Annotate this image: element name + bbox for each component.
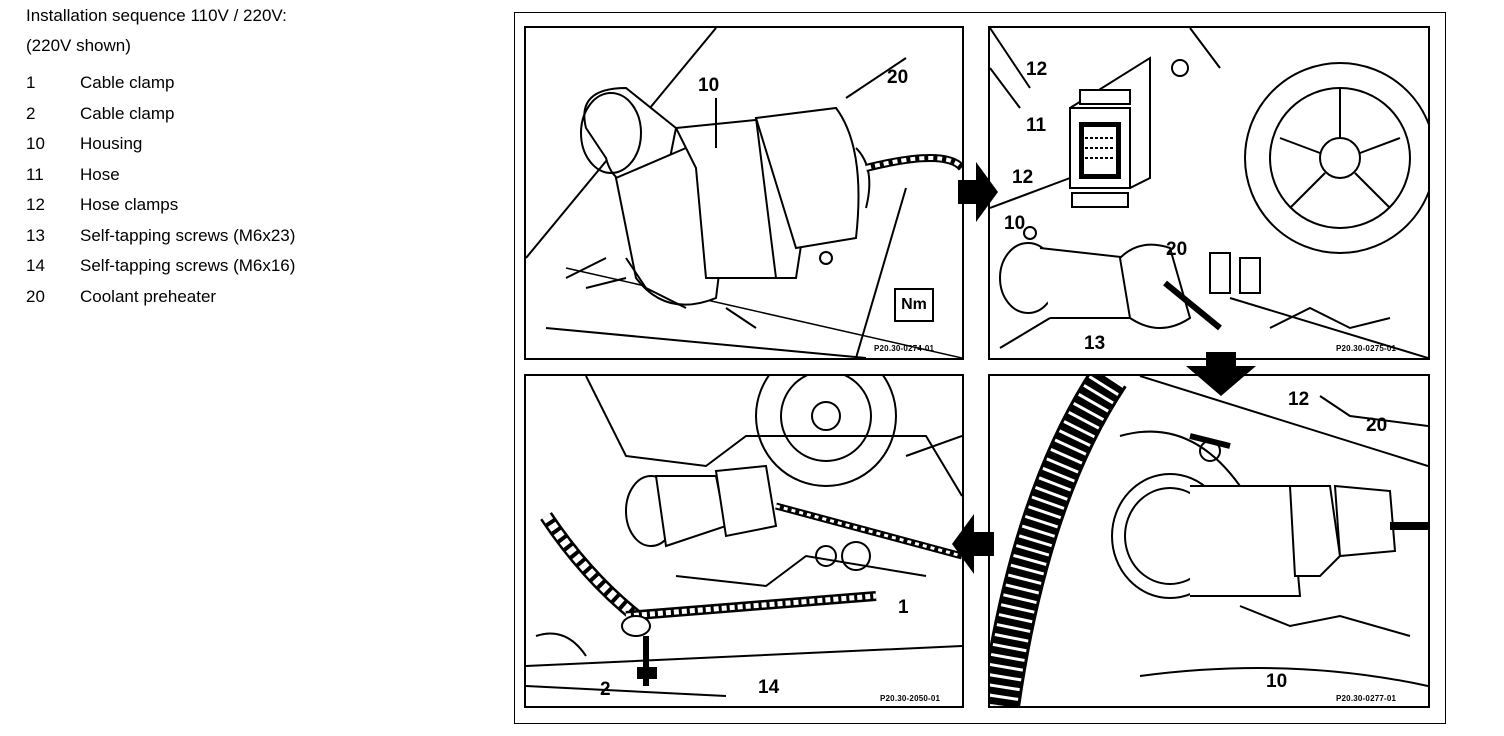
installation-figure: 10 20 Nm P20.30-0274-01 [514,12,1446,724]
callout-13: 13 [1084,333,1106,354]
legend-item: 14 Self-tapping screws (M6x16) [26,251,486,282]
panel-4-illustration [990,376,1428,706]
panel-step-1: 10 20 Nm P20.30-0274-01 [524,26,964,360]
callout-10: 10 [698,75,720,96]
callout-12: 12 [1288,389,1310,410]
figure-frame [514,12,1446,724]
legend-item: 11 Hose [26,160,486,191]
figure-reference-code: P20.30-2050-01 [880,694,941,703]
legend-item-number: 2 [26,103,36,123]
legend-item-label: Hose [80,164,120,184]
legend-item: 2 Cable clamp [26,99,486,130]
legend-item-label: Cable clamp [80,103,175,123]
legend-item: 1 Cable clamp [26,68,486,99]
legend-title: Installation sequence 110V / 220V: [26,6,287,25]
figure-reference-code: P20.30-0277-01 [1336,694,1397,703]
legend-item: 13 Self-tapping screws (M6x23) [26,221,486,252]
legend-subtitle: (220V shown) [26,36,131,55]
callout-12: 12 [1026,59,1048,80]
callout-12: 12 [1012,167,1034,188]
legend-item: 12 Hose clamps [26,190,486,221]
legend-item-label: Self-tapping screws (M6x23) [80,225,296,245]
legend-item-label: Cable clamp [80,73,175,92]
legend-item: 10 Housing [26,129,486,160]
panel-step-2: 12 11 12 10 20 13 P20.30-0275-01 [988,26,1430,360]
arrow-left-icon [952,514,994,574]
legend-item-number: 10 [26,134,45,153]
callout-14: 14 [758,677,780,698]
legend-item-number: 12 [26,195,45,214]
legend-item-number: 14 [26,256,45,275]
callout-20: 20 [887,67,909,88]
legend-item-number: 1 [26,73,36,92]
arrow-down-icon [1186,352,1256,396]
figure-reference-code: P20.30-0275-01 [1336,344,1397,353]
torque-nm-box: Nm [894,288,934,322]
panel-1-illustration [526,28,962,358]
callout-1: 1 [898,597,909,618]
legend-item-label: Hose clamps [80,195,179,214]
legend-item: 20 Coolant preheater [26,282,486,313]
callout-10: 10 [1004,213,1026,234]
figure-reference-code: P20.30-0274-01 [874,344,935,353]
panel-step-3: 12 20 10 P20.30-0277-01 [988,374,1430,708]
callout-11: 11 [1026,115,1047,136]
panel-step-4: 1 2 14 P20.30-2050-01 [524,374,964,708]
callout-20: 20 [1366,415,1388,436]
legend-item-label: Housing [80,134,143,153]
callout-10: 10 [1266,671,1288,692]
legend-item-label: Coolant preheater [80,286,217,306]
legend-item-number: 13 [26,225,45,245]
panel-3-illustration [526,376,962,697]
legend-item-label: Self-tapping screws (M6x16) [80,256,296,275]
legend-item-number: 11 [26,164,44,184]
callout-20: 20 [1166,239,1188,260]
arrow-right-icon [958,162,998,222]
panel-2-illustration [990,28,1428,358]
callout-2: 2 [600,679,611,700]
legend: Installation sequence 110V / 220V: (220V… [26,6,486,312]
legend-item-number: 20 [26,286,45,306]
